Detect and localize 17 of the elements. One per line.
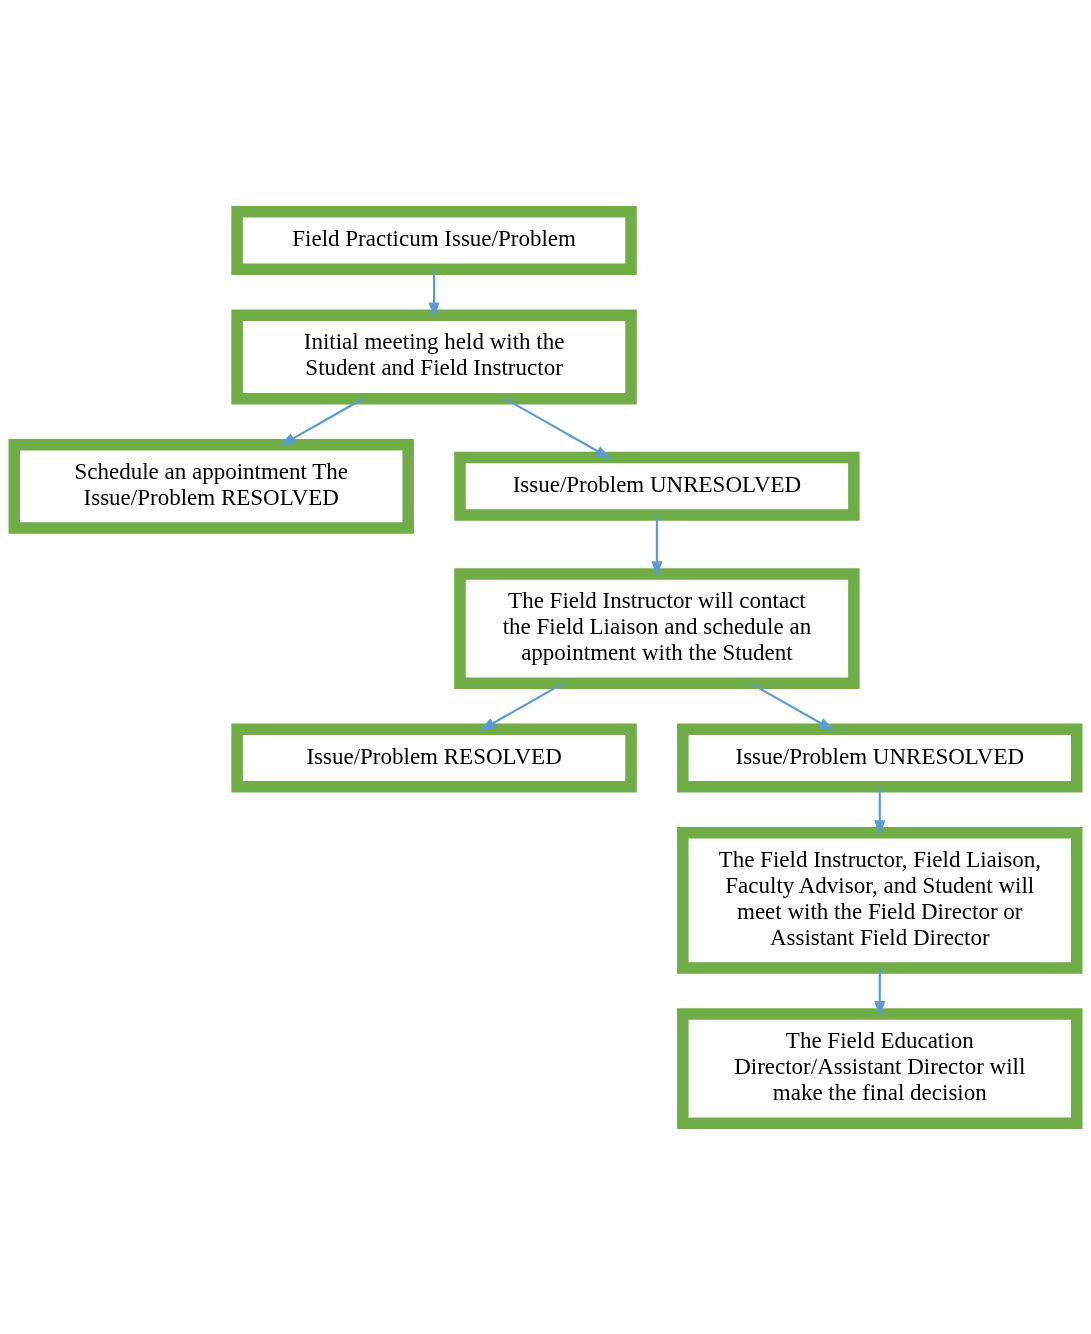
arrow [874,967,886,1017]
node-box: The Field Instructor, Field Liaison, Faculty Advisor, and Student will meet with the Field Director or Assistant Field Director [677,826,1083,974]
node-box: Schedule an appointment The Issue/Problem RESOLVED [8,438,414,534]
node-box: Initial meeting held with the Student and Field Instructor [231,309,637,404]
node-box: Issue/Problem UNRESOLVED [454,451,860,521]
node-box: Issue/Problem UNRESOLVED [677,723,1083,793]
node-box: The Field Education Director/Assistant Director will make the final decision [677,1007,1083,1129]
arrow [651,514,663,577]
node-box: The Field Instructor will contact the Field Liaison and schedule an appointment with the Student [454,567,860,689]
node-box: Issue/Problem RESOLVED [231,723,637,793]
arrow [874,786,886,836]
arrow [279,397,364,446]
arrow [428,268,440,318]
node-box: Field Practicum Issue/Problem [231,205,637,275]
arrow [479,681,564,731]
arrow [504,397,612,459]
arrow [750,681,835,731]
